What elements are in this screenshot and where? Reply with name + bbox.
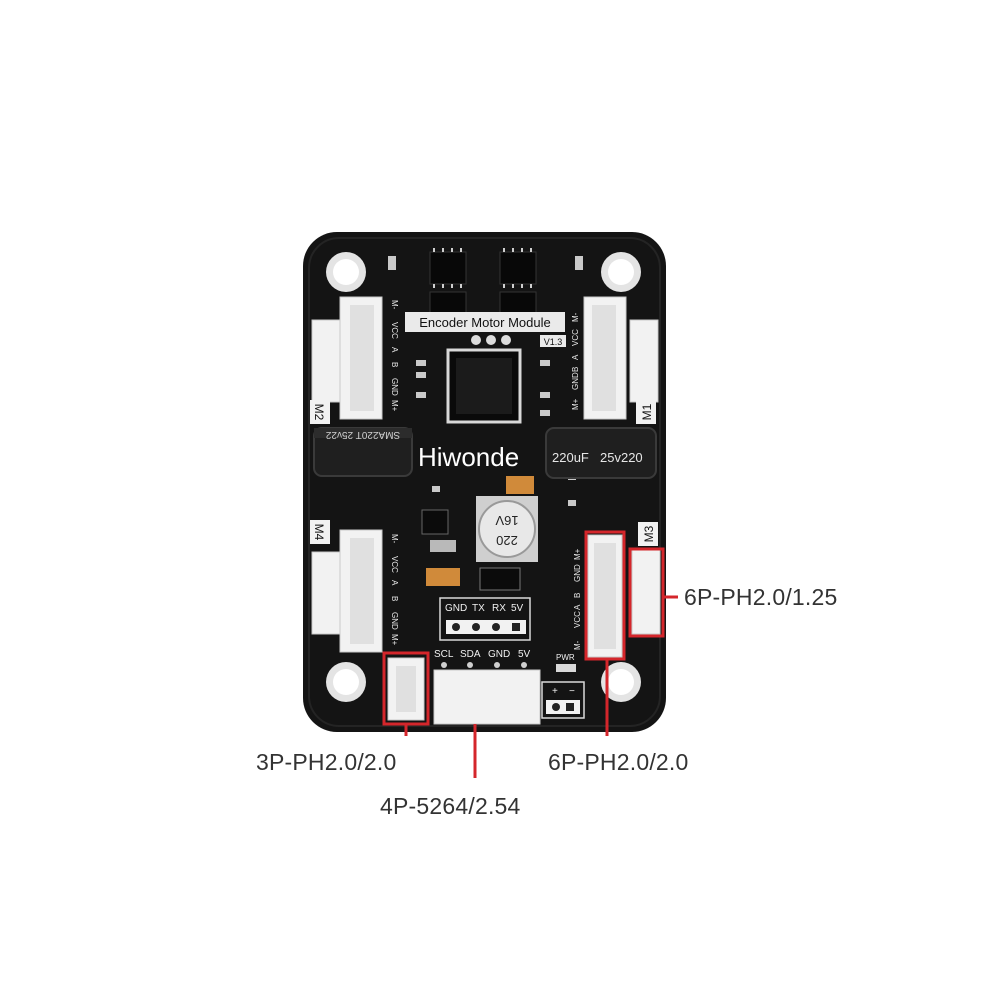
connector-m2 xyxy=(311,296,383,420)
capacitor-left-label: SMA220T 25v22 xyxy=(325,429,400,440)
pin-labels-m2: M- VCC A B GND M+ xyxy=(390,300,399,412)
capacitor-left: SMA220T 25v22 xyxy=(313,427,413,477)
uart-pin-tx: TX xyxy=(472,603,485,614)
capacitor-right-value: 220uF xyxy=(552,450,589,465)
pin-label: GND xyxy=(573,564,582,582)
motor-label-m4: M4 xyxy=(312,524,326,541)
pin-label: GND xyxy=(390,612,399,630)
pin-label: A xyxy=(571,354,580,360)
pin-label: M- xyxy=(571,312,580,322)
pin-label: M- xyxy=(573,640,582,650)
power-jumper: + − xyxy=(541,681,585,719)
power-led-label: PWR xyxy=(556,653,575,662)
test-pads xyxy=(471,335,511,345)
callout-6p-ph2-20: 6P-PH2.0/2.0 xyxy=(548,749,689,775)
pin-labels-m1: M+ GND B A VCC M- xyxy=(571,312,580,410)
uart-pin-gnd: GND xyxy=(445,603,467,614)
module-title-plate xyxy=(405,312,565,332)
uart-pin-rx: RX xyxy=(492,603,506,614)
pin-label: VCC xyxy=(390,322,399,339)
svg-text:−: − xyxy=(569,686,575,697)
board-version: V1.3 xyxy=(544,337,563,347)
highlight-6p-bottom-right xyxy=(584,530,626,661)
pin-label: B xyxy=(390,596,399,601)
pin-label: VCC xyxy=(571,329,580,346)
capacitor-right-voltage: 25v220 xyxy=(600,450,643,465)
capacitor-center-line1: 16V xyxy=(495,513,518,528)
pin-label: M- xyxy=(390,534,399,544)
diode xyxy=(479,567,521,591)
pin-labels-m3: M+ GND B A VCC M- xyxy=(573,548,582,650)
connector-m3 xyxy=(587,534,661,658)
capacitor-center: 16V 220 xyxy=(476,496,538,562)
connector-4p xyxy=(433,669,541,725)
pin-label: M+ xyxy=(390,400,399,412)
capacitor-center-line2: 220 xyxy=(496,533,518,548)
pin-label: M+ xyxy=(571,398,580,410)
connector-m4 xyxy=(311,529,383,653)
motor-label-m3: M3 xyxy=(642,525,656,542)
tantalum-capacitor-top xyxy=(506,476,534,494)
pin-label: A xyxy=(390,580,399,586)
pin-label: GND xyxy=(571,372,580,390)
pin-label: B xyxy=(390,362,399,367)
i2c-pin-scl: SCL xyxy=(434,649,454,660)
driver-chip-left-2 xyxy=(429,291,467,315)
pin-label: A xyxy=(573,604,582,610)
connector-3p xyxy=(387,657,425,721)
pin-label: B xyxy=(573,593,582,598)
leader-lines xyxy=(404,595,678,778)
driver-chip-right-2 xyxy=(499,291,537,315)
connector-m1 xyxy=(583,296,659,420)
tantalum-capacitor-bottom xyxy=(426,568,460,586)
i2c-pin-sda: SDA xyxy=(460,649,481,660)
module-title: Encoder Motor Module xyxy=(419,315,551,330)
pin-label: M+ xyxy=(573,548,582,560)
pin-label: VCC xyxy=(573,611,582,628)
capacitor-right: 220uF 25v220 xyxy=(545,427,657,479)
i2c-pin-gnd: GND xyxy=(488,649,510,660)
uart-header: GND TX RX 5V xyxy=(439,597,531,641)
pin-label: M- xyxy=(390,300,399,310)
power-led: PWR xyxy=(556,653,576,672)
pin-label: A xyxy=(390,347,399,353)
svg-text:+: + xyxy=(552,686,558,697)
highlight-boxes xyxy=(382,530,665,726)
uart-pin-5v: 5V xyxy=(511,603,524,614)
callout-6p-ph2-125: 6P-PH2.0/1.25 xyxy=(684,584,838,610)
driver-chip-left xyxy=(429,248,467,288)
i2c-pin-5v: 5V xyxy=(518,649,531,660)
callout-3p-ph2-20: 3P-PH2.0/2.0 xyxy=(256,749,397,775)
motor-label-m2: M2 xyxy=(312,404,326,421)
pin-label: GND xyxy=(390,378,399,396)
driver-chip-right xyxy=(499,248,537,288)
motor-label-m1: M1 xyxy=(640,403,654,420)
microcontroller-chip xyxy=(446,348,522,424)
pcb-board xyxy=(303,232,666,732)
pin-label: B xyxy=(571,367,580,372)
highlight-6p-right xyxy=(628,547,665,638)
motor-labels: M1 M2 M3 M4 xyxy=(310,400,658,546)
brand-logo: Hiwonde xyxy=(418,442,519,472)
pin-label: VCC xyxy=(390,556,399,573)
i2c-header-labels: SCL SDA GND 5V xyxy=(434,649,531,668)
callout-4p-5264: 4P-5264/2.54 xyxy=(380,793,521,819)
pin-labels-m4: M- VCC A B GND M+ xyxy=(390,534,399,646)
regulator xyxy=(421,509,449,535)
pin-label: M+ xyxy=(390,634,399,646)
mounting-holes xyxy=(326,252,641,702)
